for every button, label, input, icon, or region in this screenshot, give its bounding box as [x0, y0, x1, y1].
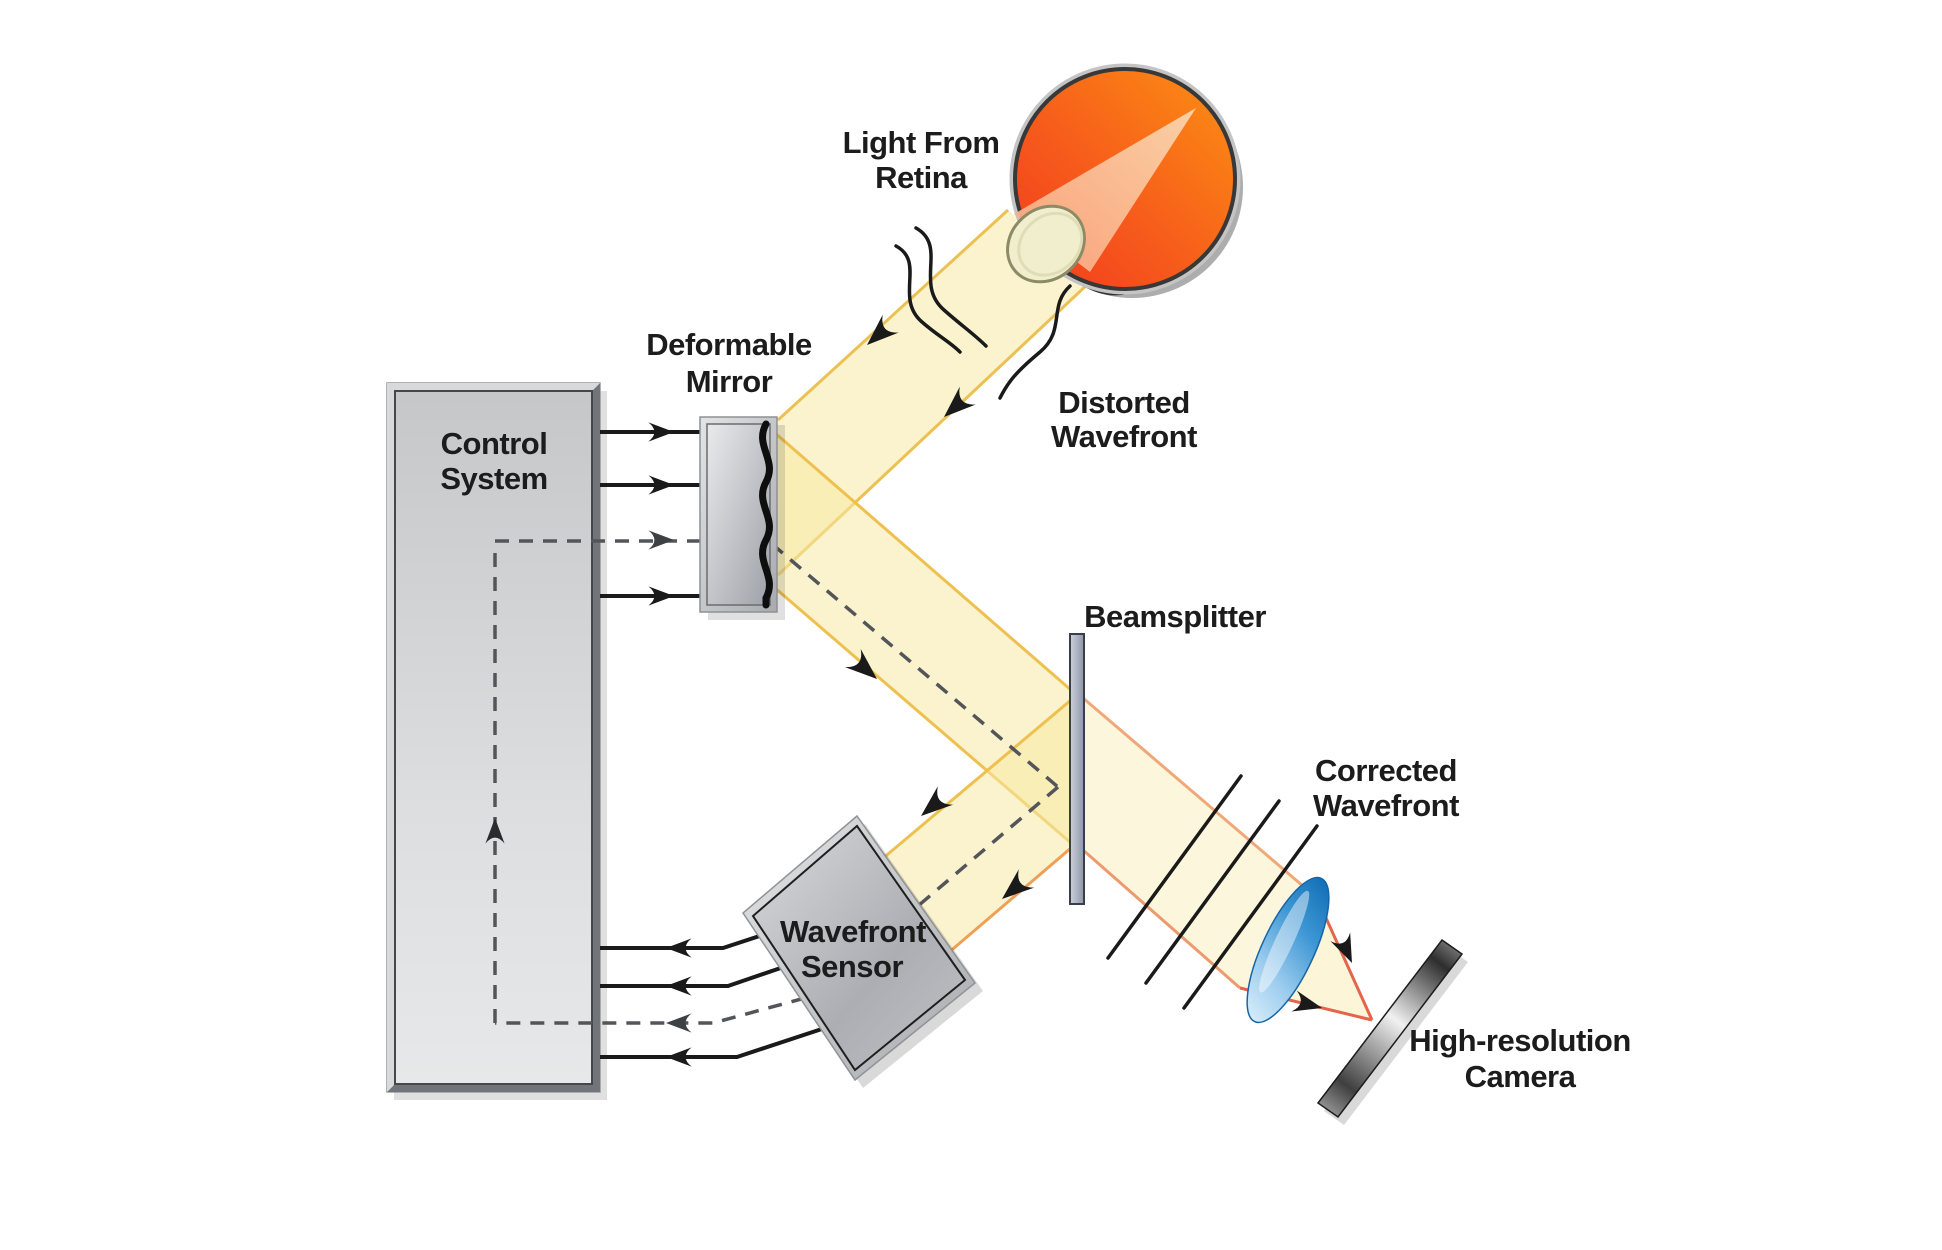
camera-sensor-strip	[1316, 938, 1464, 1119]
eye-outer-ring	[1009, 63, 1241, 295]
label-wavefront-sensor-line2: Sensor	[801, 949, 904, 984]
eye	[1006, 63, 1243, 298]
label-wavefront-sensor-line1: Wavefront	[780, 914, 926, 949]
beam-splitter-to-sensor-upper-edge	[874, 698, 1072, 867]
label-corrected-wavefront-line2: Wavefront	[1313, 788, 1459, 823]
beam-eye-to-mirror-upper-edge	[776, 208, 1010, 422]
distorted-wave-2	[914, 226, 988, 348]
deformable-mirror	[699, 416, 785, 620]
feedback-in-beam-down	[770, 542, 1060, 789]
corrected-wavefront-lines	[1106, 774, 1319, 1010]
mirror-panel	[706, 423, 771, 606]
corrected-wave-2	[1144, 799, 1281, 985]
label-deformable-mirror-line1: Deformable	[646, 327, 812, 362]
control-to-mirror-wires	[600, 430, 706, 598]
wire-sensor-control-3	[600, 1021, 841, 1059]
label-distorted-wavefront-line1: Distorted	[1058, 385, 1190, 420]
beam-mirror-to-splitter-upper-edge	[774, 431, 1072, 692]
corrected-wave-3	[1182, 824, 1319, 1010]
lens-gloss	[1259, 890, 1310, 993]
corrected-wave-1	[1106, 774, 1243, 960]
label-light-from-retina-line2: Retina	[875, 160, 968, 195]
beamsplitter-bar	[1069, 633, 1085, 905]
label-light-from-retina-line1: Light From	[843, 125, 1000, 160]
label-corrected-wavefront-line1: Corrected	[1315, 753, 1457, 788]
beam-splitter-to-lens	[1083, 698, 1317, 988]
beamsplitter-glass	[1069, 633, 1085, 905]
camera-bar	[1316, 938, 1468, 1125]
beam-splitter-to-sensor-lower-edge	[939, 846, 1072, 962]
label-deformable-mirror-line2: Mirror	[686, 364, 773, 399]
pupil-disc	[1006, 204, 1086, 284]
feedback-in-beam-to-sensor	[903, 785, 1060, 919]
beam-splitter-to-sensor	[875, 700, 1071, 960]
beam-mirror-to-splitter	[775, 433, 1071, 843]
pupil-inner-shade	[1017, 211, 1084, 277]
label-control-system-line2: System	[440, 461, 547, 496]
wavefront-sensor-box	[742, 814, 983, 1088]
label-control-system-line1: Control	[441, 426, 548, 461]
label-beamsplitter: Beamsplitter	[1084, 599, 1266, 634]
label-distorted-wavefront-line2: Wavefront	[1051, 419, 1197, 454]
distorted-wave-3	[998, 284, 1072, 400]
sensor-panel	[751, 824, 967, 1072]
lens-body	[1246, 876, 1330, 1024]
feedback-sensor-out	[495, 996, 806, 1025]
labels: Light From Retina Distorted Wavefront De…	[440, 125, 1631, 1094]
focusing-lens	[1246, 876, 1330, 1024]
distorted-wave-1	[894, 244, 962, 354]
control-system-box	[386, 382, 607, 1100]
label-high-resolution-camera-line2: Camera	[1465, 1059, 1577, 1094]
pupil-lens	[1006, 204, 1086, 284]
mirror-deformed-surface	[759, 420, 773, 609]
beam-splitter-to-lens-upper-edge	[1082, 696, 1318, 900]
beam-eye-to-mirror	[778, 210, 1090, 575]
label-high-resolution-camera-line1: High-resolution	[1409, 1023, 1631, 1058]
